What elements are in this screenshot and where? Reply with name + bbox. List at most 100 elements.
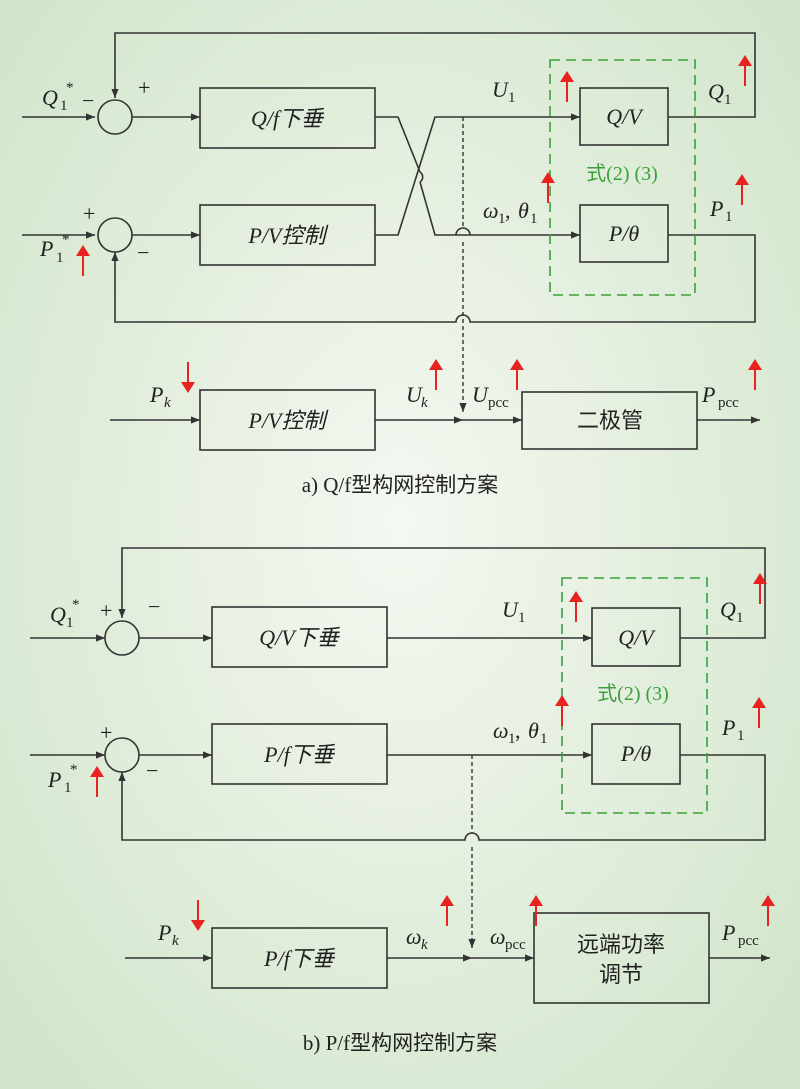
ptheta-label-b: P/θ [620,741,652,766]
svg-text:P: P [149,382,163,407]
u1-label: U 1 [492,77,516,106]
svg-text:ω: ω [493,718,509,743]
red-up-arrow [738,55,752,86]
svg-text:1: 1 [508,90,516,106]
svg-text:1: 1 [725,209,733,225]
svg-text:P: P [39,236,53,261]
red-up-arrow [555,695,569,726]
pk-label: P k [149,382,171,411]
svg-text:pcc: pcc [505,937,526,953]
summing-junction-p [97,217,133,253]
pf-droop-block [211,723,388,785]
red-up-arrow [761,895,775,926]
svg-text:1: 1 [64,780,72,796]
svg-text:P: P [709,196,723,221]
svg-text:θ: θ [518,198,529,223]
svg-text:k: k [164,395,171,411]
svg-text:Q: Q [720,597,736,622]
red-up-arrow [90,766,104,797]
svg-text:,: , [515,718,521,743]
svg-text:k: k [421,937,428,953]
red-up-arrow [510,359,524,390]
remote-power-block [533,912,710,1004]
red-down-arrow [191,900,205,931]
red-up-arrow [429,359,443,390]
qf-droop-label: Q/f下垂 [251,106,325,131]
red-up-arrow [541,172,555,203]
omegak-label: ω k [406,924,428,953]
svg-text:Q: Q [42,85,58,110]
omega-theta-label: ω 1 , θ 1 [483,198,538,227]
pv-control-block [199,204,376,266]
plus-sign-q: + [138,75,150,100]
svg-text:1: 1 [66,615,74,631]
svg-text:pcc: pcc [738,933,759,949]
qf-to-ptheta-line [419,181,580,239]
ptheta-label: P/θ [608,221,640,246]
svg-text:U: U [406,382,424,407]
svg-text:1: 1 [498,211,506,227]
svg-text:U: U [472,382,490,407]
svg-text:,: , [505,198,511,223]
plus-sign-p-b: + [100,720,112,745]
q1-feedback-line-b [118,547,766,639]
svg-text:1: 1 [724,92,732,108]
diode-label: 二极管 [577,408,643,433]
svg-text:P: P [701,382,715,407]
svg-text:*: * [72,597,80,613]
svg-text:k: k [421,395,428,411]
svg-text:1: 1 [530,211,538,227]
upcc-label: U pcc [472,382,509,411]
u1-label-b: U 1 [502,597,526,626]
red-up-arrow [440,895,454,926]
qv-label: Q/V [606,104,644,129]
remote-power-label-2: 调节 [599,962,643,987]
qv-block [579,87,669,146]
red-up-arrow [569,591,583,622]
red-up-arrow [753,573,767,604]
svg-text:ω: ω [406,924,422,949]
p-ref-label: P 1 * [39,232,70,266]
diagram-b: Q/V下垂 Q/V P/f下垂 P/θ 式(2) (3) P/f下垂 远端功率 … [30,547,775,1055]
svg-text:1: 1 [60,98,68,114]
crossing-hop-a [419,171,424,183]
svg-text:P: P [157,920,171,945]
red-up-arrow [529,895,543,926]
summing-junction-q-b [104,620,140,656]
red-up-arrow [560,71,574,102]
q-ref-label: Q 1 * [42,80,74,114]
p-ref-label-b: P 1 * [47,762,78,796]
svg-text:U: U [492,77,510,102]
minus-sign-q: − [82,88,94,113]
omega-theta-label-b: ω 1 , θ 1 [493,718,548,747]
formula-label: 式(2) (3) [586,162,658,185]
svg-text:*: * [70,762,78,778]
diagram-a: Q/f下垂 P/V控制 Q/V P/θ 式(2) (3) P/V控制 [22,32,762,497]
ptheta-block [579,204,669,263]
svg-text:1: 1 [540,731,548,747]
red-up-arrow [752,697,766,728]
q-ref-label-b: Q 1 * [50,597,80,631]
svg-text:ω: ω [483,198,499,223]
svg-text:P: P [721,920,735,945]
p1-label: P 1 [709,196,733,225]
svg-text:1: 1 [508,731,516,747]
p1-feedback-line [111,234,756,323]
red-up-arrow [76,245,90,276]
q1-label-b: Q 1 [720,597,744,626]
svg-text:k: k [172,933,179,949]
svg-text:θ: θ [528,718,539,743]
svg-text:ω: ω [490,924,506,949]
ptheta-block-b [591,723,681,785]
q1-feedback-line [111,32,756,118]
omegapcc-label: ω pcc [490,924,526,953]
caption-a: a) Q/f型构网控制方案 [302,473,499,497]
svg-text:*: * [66,80,74,96]
formula-label-b: 式(2) (3) [597,682,669,705]
svg-text:P: P [47,767,61,792]
svg-text:U: U [502,597,520,622]
pk-label-b: P k [157,920,179,949]
svg-text:pcc: pcc [488,395,509,411]
minus-sign-q-b: − [148,594,160,619]
